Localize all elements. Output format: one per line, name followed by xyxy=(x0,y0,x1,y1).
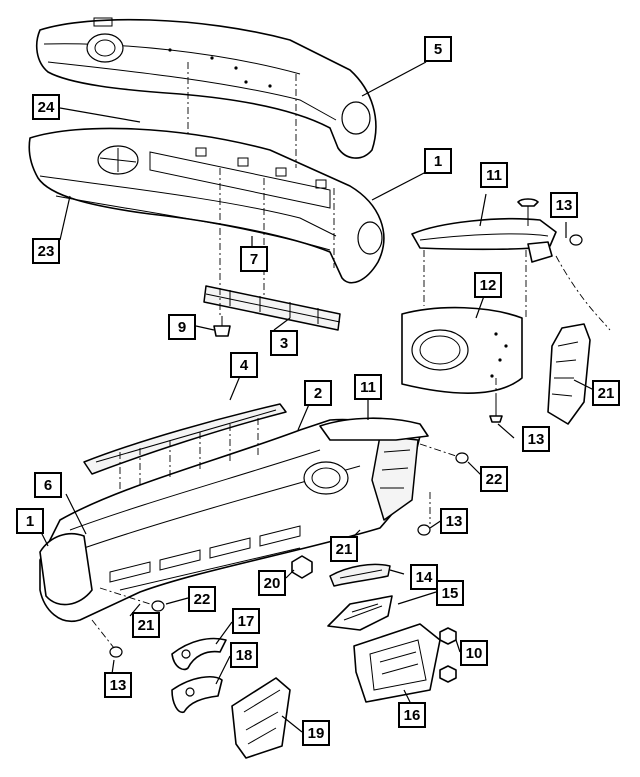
callout-22-left: 22 xyxy=(188,586,216,612)
callout-13-upper: 13 xyxy=(550,192,578,218)
nut-part-20 xyxy=(291,555,313,579)
callout-18: 18 xyxy=(230,642,258,668)
callout-5: 5 xyxy=(424,36,452,62)
bracket-part-17 xyxy=(171,637,227,671)
callout-11-upper: 11 xyxy=(480,162,508,188)
callout-20: 20 xyxy=(258,570,286,596)
callout-14: 14 xyxy=(410,564,438,590)
nut-part-10 xyxy=(439,627,457,683)
callout-13-right: 13 xyxy=(440,508,468,534)
callout-21-right: 21 xyxy=(592,380,620,406)
callout-22-right: 22 xyxy=(480,466,508,492)
callout-2: 2 xyxy=(304,380,332,406)
callout-9: 9 xyxy=(168,314,196,340)
callout-21-center: 21 xyxy=(330,536,358,562)
callout-23: 23 xyxy=(32,238,60,264)
callout-21-left: 21 xyxy=(132,612,160,638)
lower-grille-part-3 xyxy=(203,285,341,331)
fascia-end-panel-part-12 xyxy=(401,306,523,394)
upper-strip-part-4 xyxy=(83,403,287,475)
callout-3: 3 xyxy=(270,330,298,356)
skid-plate-part-16 xyxy=(353,623,441,703)
callout-1-upper: 1 xyxy=(424,148,452,174)
front-fascia-upper-part-1 xyxy=(28,127,385,284)
fastener-part-13-lower xyxy=(109,524,431,658)
push-pin-part-9 xyxy=(213,316,231,337)
callout-1-lower: 1 xyxy=(16,508,44,534)
bumper-bracket-part-11-upper xyxy=(411,218,557,263)
callout-11-lower: 11 xyxy=(354,374,382,400)
leader-lines xyxy=(39,61,595,733)
callout-10: 10 xyxy=(460,640,488,666)
callout-16: 16 xyxy=(398,702,426,728)
bolt-part-13-upper xyxy=(517,198,583,246)
main-bumper-fascia-part-2 xyxy=(39,418,421,623)
alignment-lines xyxy=(91,62,611,649)
callout-17: 17 xyxy=(232,608,260,634)
side-bracket-part-21-right xyxy=(547,323,591,425)
bracket-part-14 xyxy=(329,563,391,587)
bolt-part-13-mid xyxy=(489,394,503,423)
callout-24: 24 xyxy=(32,94,60,120)
callout-7: 7 xyxy=(240,246,268,272)
callout-15: 15 xyxy=(436,580,464,606)
callout-12: 12 xyxy=(474,272,502,298)
bracket-part-15 xyxy=(327,595,393,631)
air-deflector-part-19 xyxy=(231,677,291,759)
bumper-bracket-part-11-lower xyxy=(319,417,429,441)
callout-6: 6 xyxy=(34,472,62,498)
callout-4: 4 xyxy=(230,352,258,378)
callout-19: 19 xyxy=(302,720,330,746)
bracket-part-18 xyxy=(171,676,223,713)
callout-13-bottom: 13 xyxy=(104,672,132,698)
upper-bumper-cover-part-5 xyxy=(35,17,377,159)
clip-part-22 xyxy=(151,452,469,612)
callout-13-mid: 13 xyxy=(522,426,550,452)
